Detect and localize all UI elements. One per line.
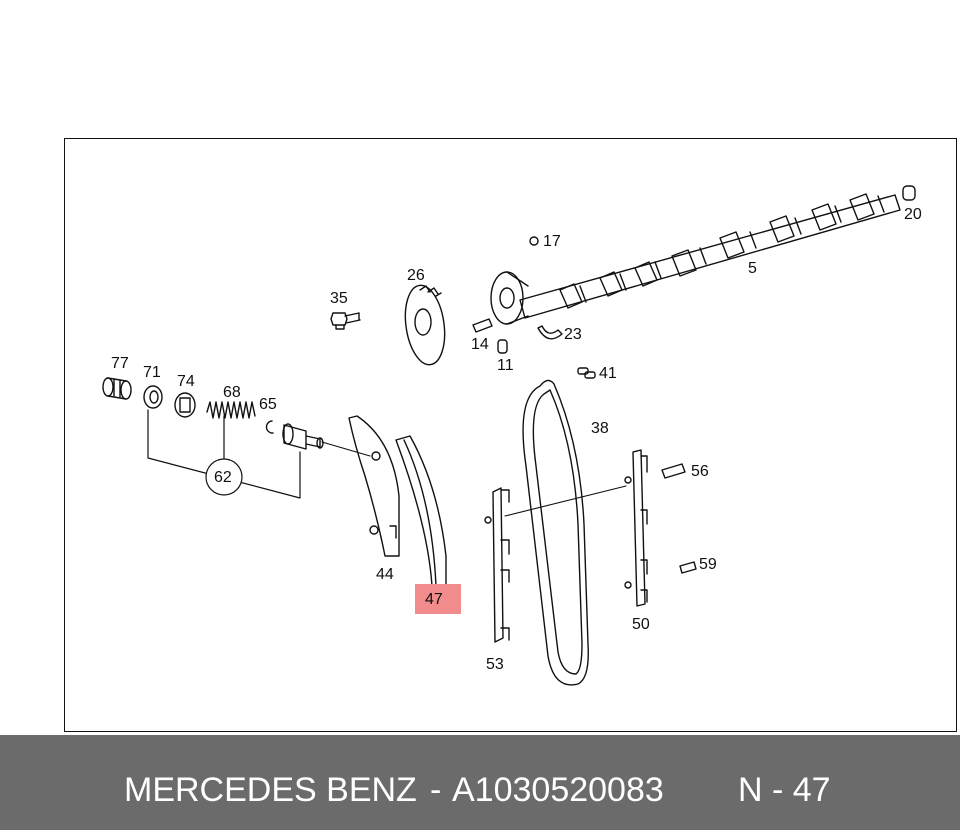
part-56-drawing [661, 463, 686, 479]
parts-diagram: 20 17 5 26 35 23 14 11 41 77 71 74 68 65… [102, 185, 922, 686]
diagram-reference: N - 47 [738, 771, 831, 809]
brand-name: MERCEDES BENZ [124, 771, 417, 809]
part-41-drawing [577, 367, 596, 379]
label-44: 44 [376, 566, 394, 583]
label-65: 65 [259, 396, 277, 413]
label-50: 50 [632, 616, 650, 633]
label-5: 5 [748, 260, 757, 277]
label-77: 77 [111, 355, 129, 372]
label-11: 11 [497, 357, 514, 374]
label-35: 35 [330, 290, 348, 307]
part-number: A1030520083 [452, 771, 664, 809]
part-11-drawing [497, 339, 508, 354]
label-47: 47 [425, 591, 443, 608]
part-62-tensioner-drawing [282, 423, 324, 450]
part-23-drawing [537, 325, 563, 340]
camshaft-drawing [490, 185, 916, 325]
part-47-drawing [395, 435, 447, 587]
highlight-box [415, 584, 461, 614]
diagram-frame [64, 138, 957, 732]
label-26: 26 [407, 267, 425, 284]
label-59: 59 [699, 556, 717, 573]
label-56: 56 [691, 463, 709, 480]
footer-separator: - [430, 771, 442, 809]
label-68: 68 [223, 384, 241, 401]
label-62: 62 [214, 469, 232, 486]
part-14-drawing [472, 318, 493, 333]
label-41: 41 [599, 365, 617, 382]
part-53-drawing [484, 487, 510, 643]
label-20: 20 [904, 206, 922, 223]
label-53: 53 [486, 656, 504, 673]
part-17-drawing [529, 236, 539, 246]
part-68-drawing [206, 401, 256, 419]
part-26-drawing [404, 284, 446, 366]
label-74: 74 [177, 373, 195, 390]
part-62-bracket [147, 409, 301, 499]
part-59-drawing [679, 561, 697, 574]
label-38: 38 [591, 420, 609, 437]
part-50-drawing [624, 449, 648, 607]
part-65-drawing [265, 420, 274, 434]
part-44-drawing [348, 415, 400, 557]
part-38-chain-drawing [522, 379, 589, 686]
part-35-drawing [330, 312, 361, 330]
part-77-drawing [102, 377, 132, 400]
label-23: 23 [564, 326, 582, 343]
footer-banner: MERCEDES BENZ - A1030520083 N - 47 [0, 735, 960, 830]
label-14: 14 [471, 336, 489, 353]
label-17: 17 [543, 233, 561, 250]
part-74-drawing [174, 392, 196, 418]
part-71-drawing [143, 385, 163, 409]
label-71: 71 [143, 364, 161, 381]
